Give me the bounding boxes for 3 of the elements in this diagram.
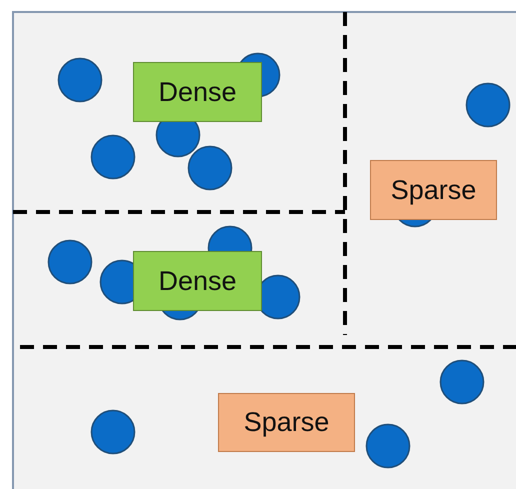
region-label: Sparse	[218, 393, 355, 452]
region-label: Dense	[133, 62, 262, 122]
region-label: Dense	[133, 251, 262, 311]
